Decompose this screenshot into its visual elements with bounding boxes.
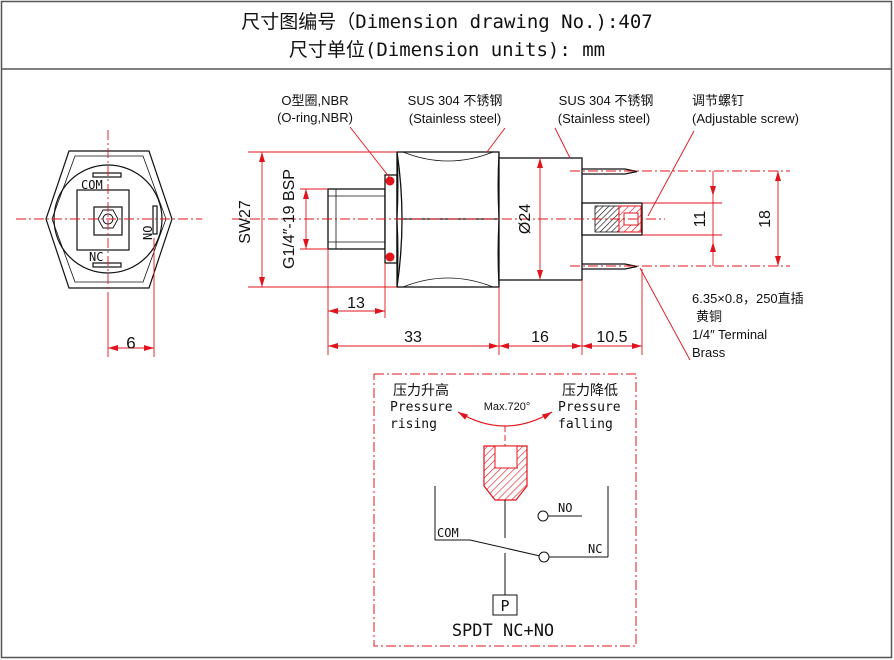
- schematic-nc-label: NC: [588, 542, 602, 556]
- thread-dim-text: G1/4″-19 BSP: [281, 169, 298, 269]
- terminal-label-2: 黄铜: [696, 309, 722, 324]
- pressure-port-label: P: [500, 597, 509, 615]
- pressure-falling-en-2: falling: [558, 417, 613, 432]
- oring-label-cn: O型圈,NBR: [281, 93, 348, 108]
- front-nc-label: NC: [89, 250, 103, 264]
- schematic-caption: SPDT NC+NO: [452, 621, 554, 641]
- dim-16-text: 16: [531, 329, 549, 346]
- diameter-dim-text: Ø24: [517, 204, 534, 234]
- terminal-label-1: 6.35×0.8，250直插: [692, 291, 804, 306]
- screw-label-cn: 调节螺钉: [692, 93, 744, 108]
- front-width-dimension: [107, 238, 155, 357]
- oring-label-en: (O-ring,NBR): [277, 110, 353, 125]
- front-view: [45, 150, 173, 289]
- front-com-label: COM: [81, 178, 103, 192]
- o-ring: [385, 176, 395, 262]
- pressure-rising-cn: 压力升高: [393, 382, 449, 398]
- pressure-rising-en-2: rising: [390, 417, 437, 432]
- pressure-falling-cn: 压力降低: [562, 382, 618, 398]
- dimension-units-title: 尺寸单位(Dimension units): mm: [288, 39, 606, 61]
- switch-schematic: [373, 373, 637, 647]
- sw27-dim-text: SW27: [237, 200, 254, 244]
- front-width-dim-text: 9: [126, 333, 135, 352]
- callout-leaders: [349, 126, 695, 361]
- dim-11-text: 11: [692, 211, 709, 228]
- pressure-falling-en-1: Pressure: [558, 400, 621, 415]
- schematic-no-label: NO: [558, 501, 572, 515]
- dim-13-text: 13: [347, 295, 365, 312]
- front-view-centerlines: [16, 130, 202, 300]
- pressure-rising-en-1: Pressure: [390, 400, 453, 415]
- front-no-label: NO: [141, 226, 155, 240]
- max-angle-label: Max.720°: [484, 401, 531, 413]
- drawing-number-title: 尺寸图编号（Dimension drawing No.):407: [241, 11, 653, 33]
- dim-33-text: 33: [404, 329, 422, 346]
- dim-18-text: 18: [757, 210, 774, 228]
- steel-label-1-en: (Stainless steel): [409, 111, 501, 126]
- dim-105-text: 10.5: [596, 329, 627, 346]
- terminal-label-3: 1/4″ Terminal: [692, 327, 767, 342]
- side-dimension-lines: [248, 151, 790, 355]
- schematic-com-label: COM: [437, 526, 459, 540]
- screw-label-en: (Adjustable screw): [692, 111, 799, 126]
- steel-label-1-cn: SUS 304 不锈钢: [408, 93, 503, 108]
- terminal-label-4: Brass: [692, 345, 726, 360]
- steel-label-2-en: (Stainless steel): [558, 111, 650, 126]
- steel-label-2-cn: SUS 304 不锈钢: [559, 93, 654, 108]
- side-view: [327, 151, 643, 288]
